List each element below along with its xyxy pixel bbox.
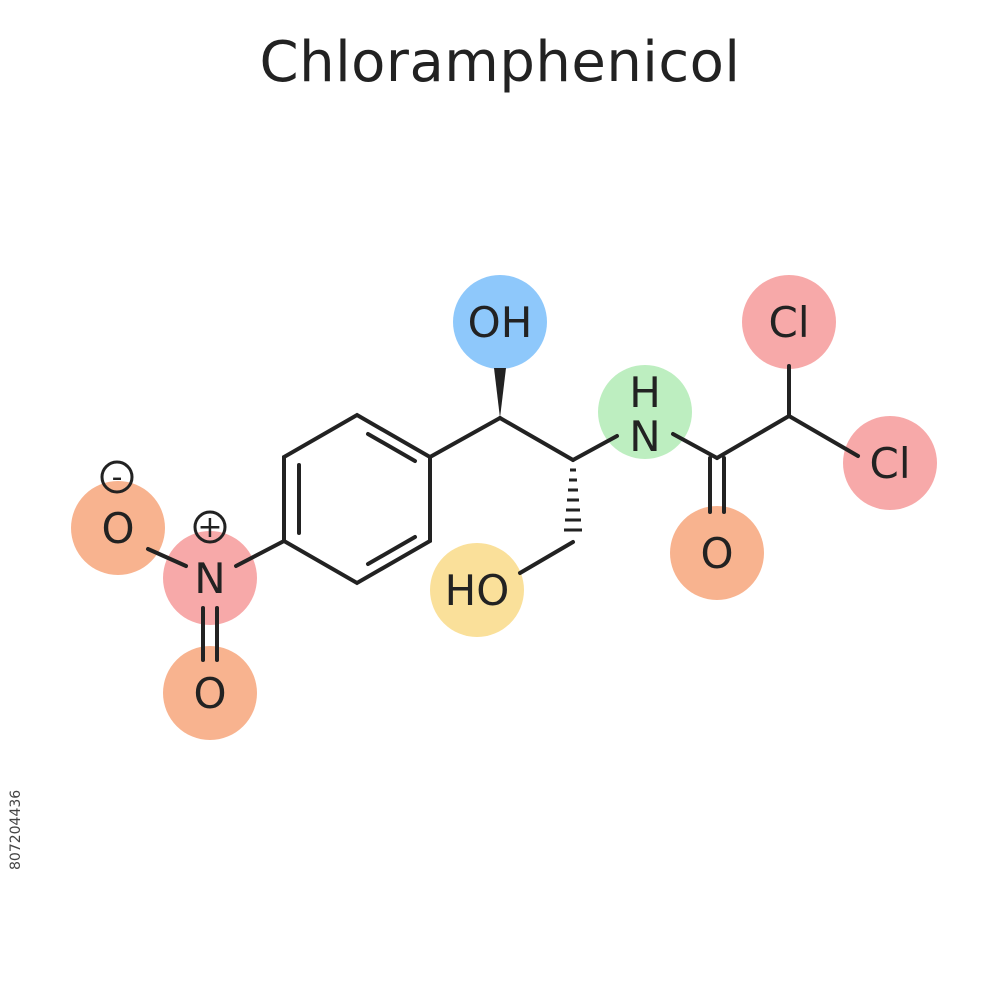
plus-charge-ring bbox=[193, 510, 227, 544]
cl-top-highlight bbox=[742, 275, 836, 369]
ch2-ho-bond bbox=[518, 540, 575, 575]
nitro-o-left-highlight bbox=[71, 481, 165, 575]
hashed-bond bbox=[564, 468, 582, 532]
ring-c1-bond bbox=[428, 416, 502, 459]
nh-n-label: N bbox=[629, 412, 660, 461]
c1-c2-bond bbox=[498, 416, 575, 462]
carbonyl-chcl2-bond bbox=[715, 414, 791, 460]
nitro-n-label: N bbox=[194, 554, 225, 603]
n-carbonyl-bond bbox=[671, 432, 719, 460]
nh-h-label: H bbox=[629, 368, 661, 417]
amine-highlight bbox=[598, 365, 692, 459]
cl-right-label: Cl bbox=[870, 439, 911, 488]
ring-nitro-bond bbox=[234, 539, 286, 568]
nitro-o-left-bond bbox=[146, 547, 188, 568]
oh-top-label: OH bbox=[468, 298, 533, 347]
ho-bottom-label: HO bbox=[445, 566, 510, 615]
benzene-ring bbox=[282, 412, 432, 586]
minus-charge-sign: - bbox=[112, 460, 123, 495]
c2-n-bond bbox=[571, 434, 619, 462]
oh-top-highlight bbox=[453, 275, 547, 369]
plus-charge-sign: + bbox=[197, 510, 222, 545]
nitro-o-bottom-label: O bbox=[193, 669, 226, 718]
nitro-o-left-label: O bbox=[101, 504, 134, 553]
wedge-bond bbox=[494, 368, 506, 418]
cl-right-bond bbox=[787, 414, 860, 458]
cl-right-highlight bbox=[843, 416, 937, 510]
nitro-n-highlight bbox=[163, 531, 257, 625]
minus-charge-ring bbox=[100, 460, 134, 494]
stock-id-watermark: 807204436 bbox=[8, 789, 24, 871]
carbonyl-o-highlight bbox=[670, 506, 764, 600]
molecule-title: Chloramphenicol bbox=[259, 30, 741, 95]
cl-top-label: Cl bbox=[769, 298, 810, 347]
nitro-o-bottom-highlight bbox=[163, 646, 257, 740]
ho-bottom-highlight bbox=[430, 543, 524, 637]
carbonyl-o-label: O bbox=[700, 529, 733, 578]
